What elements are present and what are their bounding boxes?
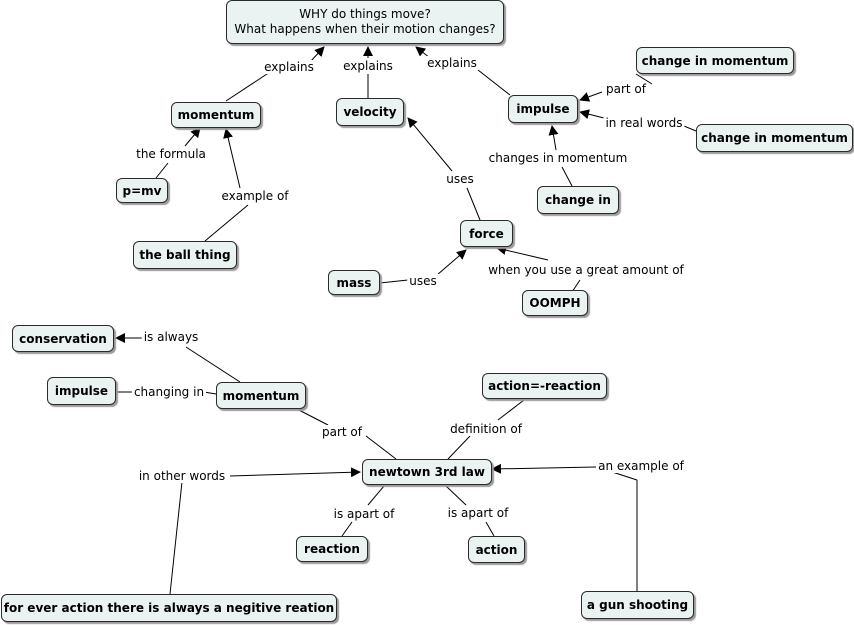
link-label-is-apart-of: is apart of: [331, 507, 397, 521]
link-label-part-of: part of: [320, 425, 364, 439]
link-label-example-of: example of: [219, 189, 291, 203]
node-action[interactable]: action: [468, 536, 525, 563]
link-label-definition-of: definition of: [448, 422, 524, 436]
link-line: [341, 521, 353, 537]
link-label-explains: explains: [262, 60, 316, 74]
node-momentum-top[interactable]: momentum: [171, 102, 261, 128]
link-label-changing-in: changing in: [131, 385, 207, 399]
node-change-in[interactable]: change in: [537, 186, 619, 214]
link-arrow: [436, 249, 467, 276]
node-conservation[interactable]: conservation: [12, 325, 114, 352]
node-a-gun-shooting[interactable]: a gun shooting: [581, 591, 694, 619]
root-question-line2: What happens when their motion changes?: [234, 22, 496, 36]
root-question[interactable]: WHY do things move? What happens when th…: [226, 0, 504, 44]
node-impulse-top[interactable]: impulse: [508, 95, 578, 123]
node-oomph[interactable]: OOMPH: [522, 290, 588, 316]
link-line: [294, 407, 329, 426]
link-label-an-example-of: an example of: [596, 459, 686, 473]
node-force[interactable]: force: [460, 220, 513, 247]
link-line: [477, 69, 511, 96]
link-line: [365, 435, 397, 460]
link-line: [169, 481, 183, 595]
link-line: [367, 485, 385, 506]
link-line: [155, 162, 169, 179]
node-action-reaction[interactable]: action=-reaction: [482, 373, 607, 399]
link-line: [379, 279, 409, 284]
link-line: [466, 187, 481, 221]
node-velocity[interactable]: velocity: [336, 98, 404, 126]
link-line: [561, 166, 573, 187]
node-the-ball-thing[interactable]: the ball thing: [133, 241, 237, 269]
link-line: [497, 399, 525, 421]
link-label-part-of: part of: [604, 82, 648, 96]
link-line: [225, 71, 271, 102]
link-line: [185, 346, 241, 383]
link-line: [635, 73, 653, 85]
link-label-explains: explains: [425, 56, 479, 70]
link-label-in-real-words: in real words: [603, 116, 685, 130]
link-label-is-always: is always: [141, 330, 201, 344]
node-change-in-momentum-1[interactable]: change in momentum: [636, 47, 794, 74]
link-line: [485, 521, 495, 537]
link-arrow: [407, 117, 453, 172]
node-newton-3rd-law[interactable]: newtown 3rd law: [362, 459, 492, 485]
link-arrow: [496, 245, 549, 261]
link-arrow: [229, 467, 361, 478]
link-label-explains: explains: [341, 59, 395, 73]
link-arrow: [579, 109, 605, 120]
link-label-in-other-words: in other words: [136, 469, 228, 483]
root-question-line1: WHY do things move?: [299, 7, 431, 21]
link-line: [447, 435, 471, 460]
link-arrow: [491, 463, 597, 474]
node-change-in-momentum-2[interactable]: change in momentum: [696, 124, 853, 152]
link-label-uses: uses: [444, 172, 476, 186]
link-label-is-apart-of: is apart of: [445, 506, 511, 520]
link-arrow: [223, 128, 241, 189]
link-line: [445, 485, 467, 506]
link-arrow: [579, 91, 603, 102]
node-reaction[interactable]: reaction: [296, 536, 368, 562]
link-line: [204, 204, 249, 242]
link-label-changes-in-momentum: changes in momentum: [486, 151, 630, 165]
node-for-ever-action[interactable]: for ever action there is always a negiti…: [1, 594, 337, 622]
link-label-the-formula: the formula: [134, 147, 208, 161]
link-arrow: [184, 127, 201, 147]
link-arrow: [309, 46, 325, 63]
link-arrow: [548, 125, 559, 151]
node-momentum-bottom[interactable]: momentum: [216, 382, 306, 409]
link-line: [683, 125, 697, 132]
link-label-when-you-use: when you use a great amount of: [486, 263, 686, 277]
node-impulse-bottom[interactable]: impulse: [47, 377, 116, 405]
node-p-mv[interactable]: p=mv: [116, 178, 168, 203]
node-mass[interactable]: mass: [328, 270, 380, 295]
link-label-uses: uses: [407, 274, 439, 288]
